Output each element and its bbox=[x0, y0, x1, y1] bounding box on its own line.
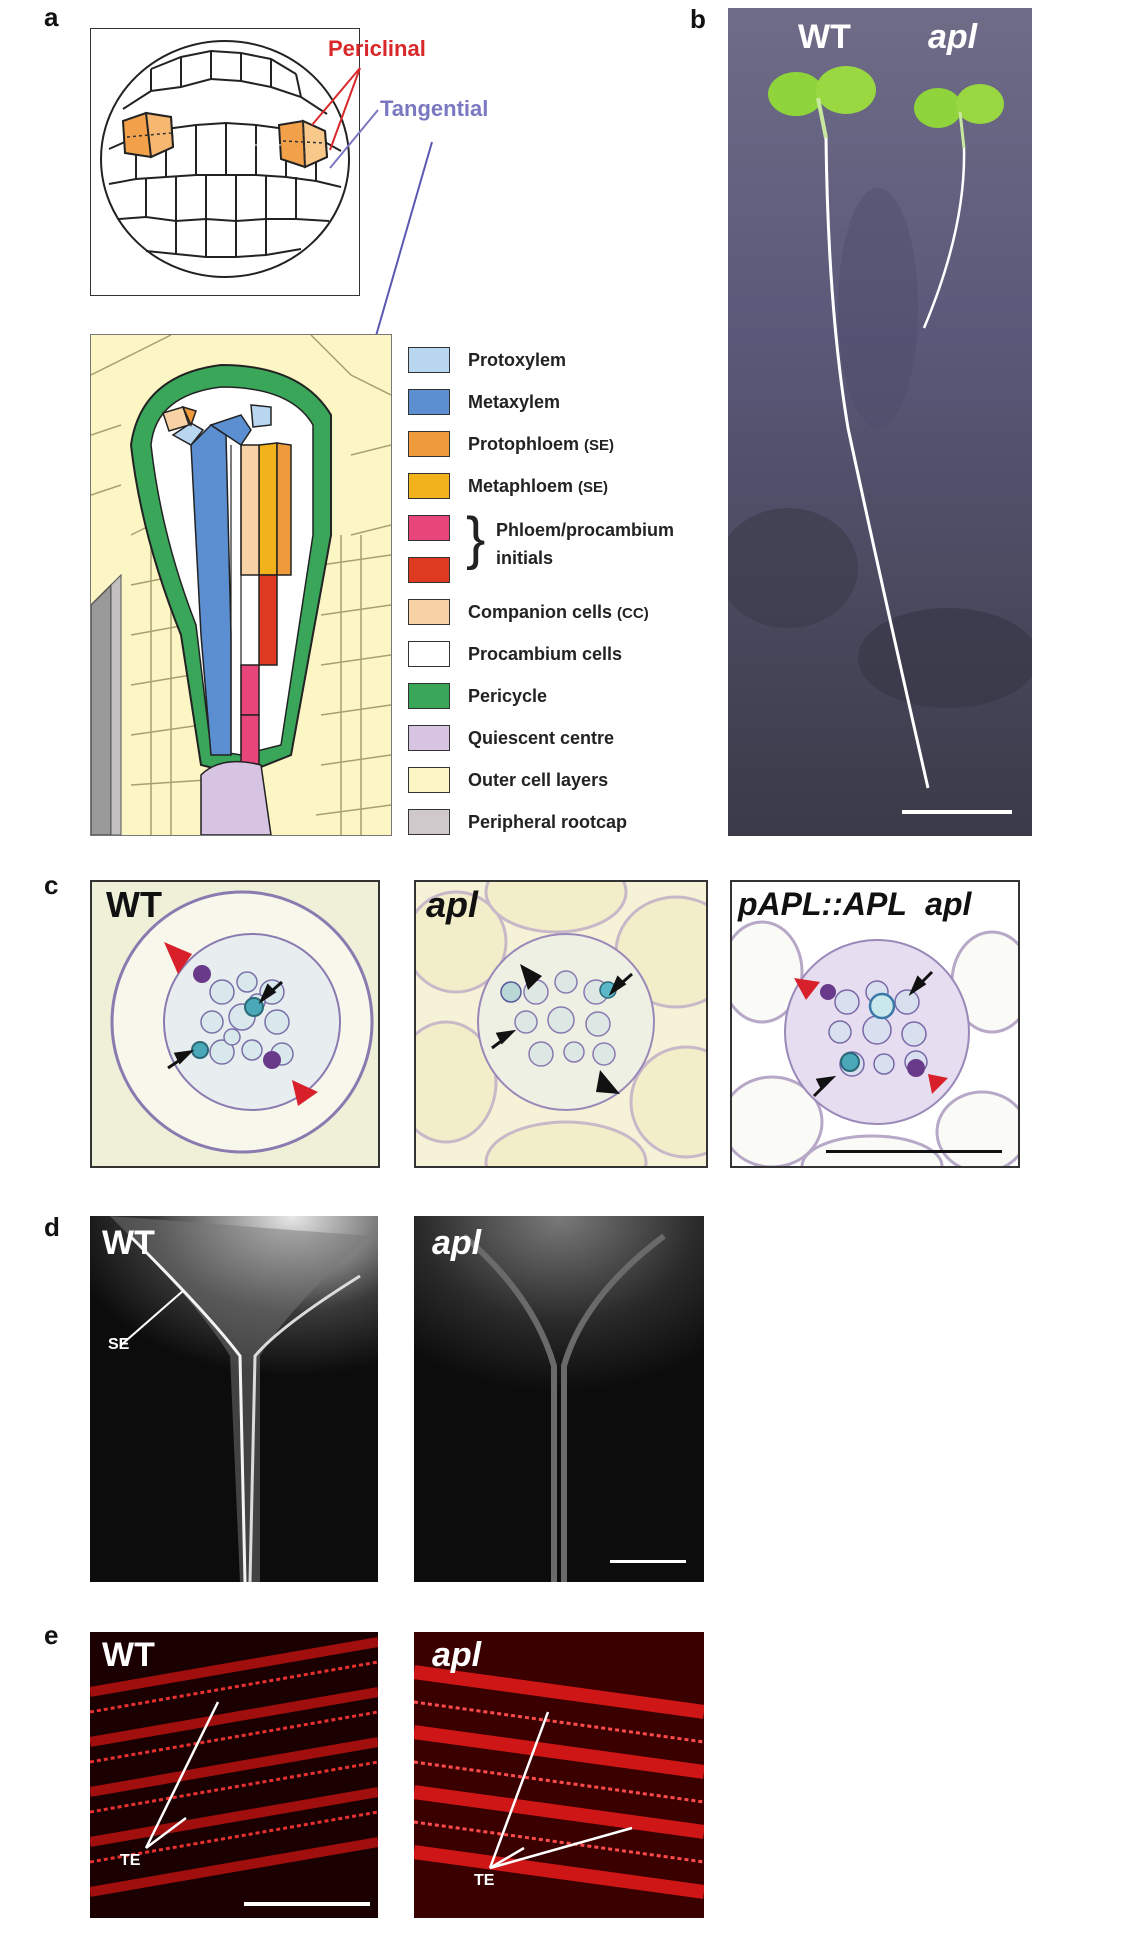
legend-label: Metaxylem bbox=[468, 392, 561, 412]
confocal-apl-label: apl bbox=[432, 1636, 482, 1674]
fluorescence-apl-svg bbox=[414, 1216, 704, 1582]
se-label: SE bbox=[108, 1336, 130, 1353]
legend-item-phloem-initials-b bbox=[408, 556, 450, 584]
legend-item-phloem-initials-a bbox=[408, 514, 450, 542]
section-wt-label: WT bbox=[106, 884, 162, 925]
scale-bar bbox=[610, 1560, 686, 1563]
legend-swatch bbox=[408, 809, 450, 835]
legend-label: Metaphloem (SE) bbox=[468, 476, 609, 496]
confocal-apl: apl TE bbox=[414, 1632, 704, 1918]
seedling-photo: WT apl bbox=[728, 8, 1032, 836]
section-wt: WT bbox=[90, 880, 380, 1168]
fluorescence-apl-label: apl bbox=[432, 1224, 482, 1262]
panel-label-d: d bbox=[44, 1212, 60, 1242]
legend-swatch bbox=[408, 347, 450, 373]
seedling-wt-label: WT bbox=[798, 18, 851, 56]
legend-item-metaphloem: Metaphloem (SE) bbox=[408, 472, 608, 500]
confocal-apl-svg bbox=[414, 1665, 704, 1899]
fluorescence-wt: WT SE bbox=[90, 1216, 378, 1582]
panel-label-a: a bbox=[44, 2, 59, 32]
section-rescue: pAPL::APL apl bbox=[730, 880, 1020, 1168]
legend-item-protoxylem: Protoxylem bbox=[408, 346, 566, 374]
legend-label-initials: initials bbox=[496, 548, 554, 568]
legend-label: Pericycle bbox=[468, 686, 548, 706]
legend-label: Companion cells (CC) bbox=[468, 602, 649, 622]
legend-swatch bbox=[408, 515, 450, 541]
fluorescence-wt-label: WT bbox=[102, 1224, 155, 1262]
seedling-apl-label: apl bbox=[928, 18, 978, 56]
legend-item-metaxylem: Metaxylem bbox=[408, 388, 560, 416]
legend-item-pericycle: Pericycle bbox=[408, 682, 547, 710]
rescue-background: apl bbox=[925, 886, 972, 922]
legend-item-protophloem: Protophloem (SE) bbox=[408, 430, 614, 458]
confocal-wt: WT TE bbox=[90, 1632, 378, 1918]
legend-swatch bbox=[408, 641, 450, 667]
legend-swatch bbox=[408, 767, 450, 793]
tangential-label: Tangential bbox=[380, 96, 489, 121]
scale-bar bbox=[902, 810, 1012, 814]
section-apl-svg bbox=[416, 882, 706, 1166]
section-rescue-label: pAPL::APL apl bbox=[738, 886, 971, 923]
confocal-wt-svg bbox=[90, 1637, 378, 1897]
legend-brace: } bbox=[466, 506, 486, 571]
section-apl: apl bbox=[414, 880, 708, 1168]
legend-item-procambium: Procambium cells bbox=[408, 640, 622, 668]
fluorescence-wt-svg bbox=[90, 1216, 378, 1582]
legend-swatch bbox=[408, 473, 450, 499]
legend-label: Procambium cells bbox=[468, 644, 623, 664]
panel-label-c: c bbox=[44, 870, 59, 900]
cross-section-svg bbox=[100, 40, 350, 278]
panel-label-e: e bbox=[44, 1620, 59, 1650]
legend-swatch bbox=[408, 431, 450, 457]
te-label-wt: TE bbox=[120, 1852, 141, 1869]
legend-label: Outer cell layers bbox=[468, 770, 609, 790]
legend-swatch bbox=[408, 599, 450, 625]
legend-label: Protophloem (SE) bbox=[468, 434, 615, 454]
longitudinal-svg bbox=[91, 335, 391, 835]
legend-item-peripheral-rootcap: Peripheral rootcap bbox=[408, 808, 627, 836]
legend-item-companion-cells: Companion cells (CC) bbox=[408, 598, 649, 626]
rescue-construct: pAPL::APL bbox=[738, 886, 907, 922]
legend-label-phloem-procambium: Phloem/procambium bbox=[496, 520, 675, 540]
periclinal-label: Periclinal bbox=[328, 36, 426, 61]
cross-section-diagram bbox=[90, 28, 360, 296]
legend-label: Peripheral rootcap bbox=[468, 812, 628, 832]
panel-label-b: b bbox=[690, 4, 706, 34]
legend-swatch bbox=[408, 683, 450, 709]
legend-label: Protoxylem bbox=[468, 350, 567, 370]
seedling-svg bbox=[728, 66, 1032, 789]
scale-bar bbox=[244, 1902, 370, 1906]
section-apl-label: apl bbox=[426, 884, 479, 925]
legend-swatch bbox=[408, 725, 450, 751]
legend-swatch bbox=[408, 389, 450, 415]
legend-item-quiescent-centre: Quiescent centre bbox=[408, 724, 614, 752]
legend-label: Quiescent centre bbox=[468, 728, 615, 748]
section-rescue-svg bbox=[732, 920, 1018, 1166]
section-wt-svg bbox=[110, 890, 374, 1154]
te-label-apl: TE bbox=[474, 1872, 495, 1889]
longitudinal-diagram bbox=[90, 334, 392, 836]
confocal-wt-label: WT bbox=[102, 1636, 155, 1674]
scale-bar bbox=[826, 1150, 1002, 1153]
legend-swatch bbox=[408, 557, 450, 583]
legend-item-outer-cell-layers: Outer cell layers bbox=[408, 766, 608, 794]
fluorescence-apl: apl bbox=[414, 1216, 704, 1582]
